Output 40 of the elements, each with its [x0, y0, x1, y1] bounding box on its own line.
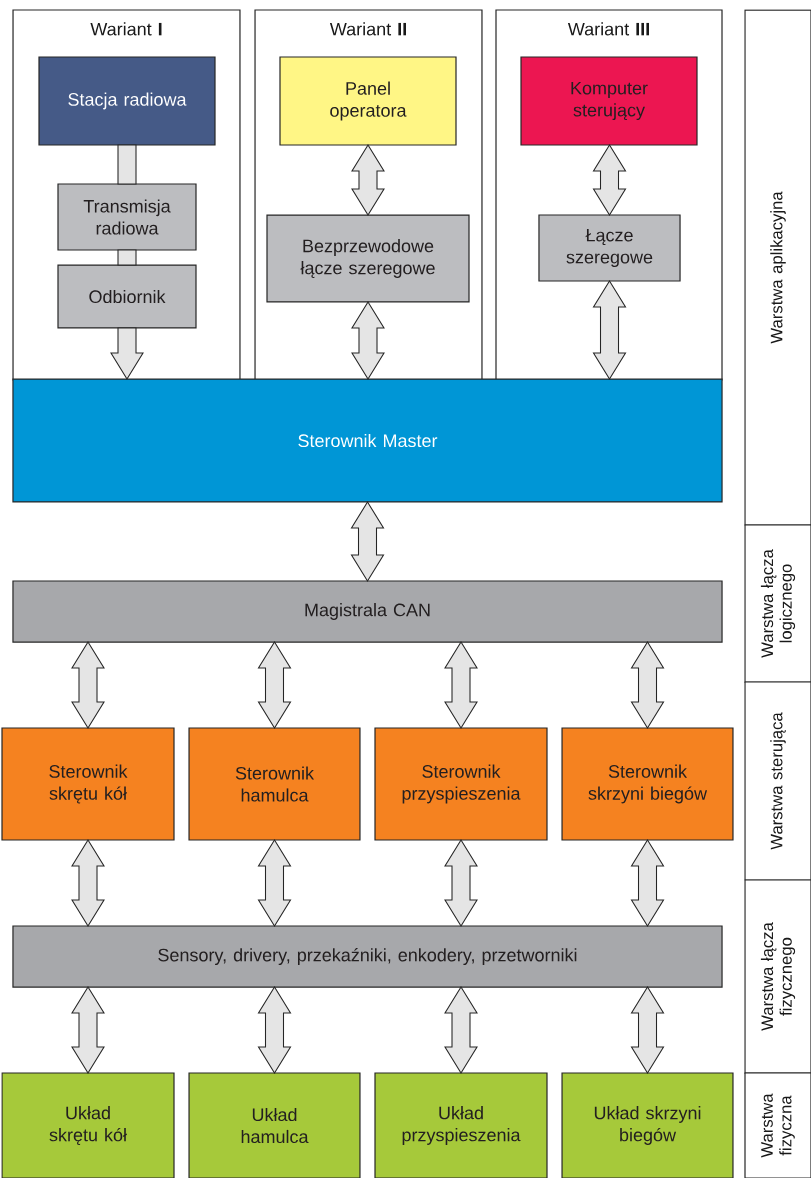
bus-box: Magistrala CAN [12, 580, 723, 643]
layer-band: Warstwa łącza logicznego [744, 524, 811, 683]
sensors-box: Sensory, drivery, przekaźniki, enkodery, przetworniki [12, 925, 723, 988]
system-box: Układ hamulca [188, 1072, 361, 1178]
connector-bar [117, 249, 137, 266]
receiver-box: Odbiornik [57, 264, 197, 329]
double-arrow [257, 839, 292, 928]
double-arrow [444, 641, 478, 730]
panel-box: Panel operatora [279, 56, 457, 146]
double-arrow [630, 641, 665, 730]
layer-band: Warstwa sterująca [744, 681, 811, 881]
double-arrow [630, 839, 665, 928]
layer-band: Warstwa łącza fizycznego [744, 879, 811, 1074]
layer-band: Warstwa fizyczna [744, 1072, 811, 1178]
controller-box: Sterownik skrzyni biegów [561, 727, 734, 841]
system-box: Układ skrzyni biegów [561, 1072, 734, 1178]
system-box: Układ przyspieszenia [374, 1072, 548, 1178]
computer-box: Komputer sterujący [520, 56, 698, 146]
controller-box: Sterownik hamulca [188, 727, 361, 841]
station-box: Stacja radiowa [38, 56, 216, 146]
double-arrow [71, 986, 105, 1075]
double-arrow [351, 144, 385, 217]
connector-bar [117, 144, 137, 185]
double-arrow [350, 501, 385, 583]
double-arrow [630, 986, 665, 1075]
block-arrow [110, 327, 144, 381]
controller-box: Sterownik skrętu kół [1, 727, 175, 841]
link-box: Łącze szeregowe [538, 214, 681, 282]
double-arrow [444, 986, 478, 1075]
double-arrow [71, 839, 105, 928]
system-box: Układ skrętu kół [1, 1072, 175, 1178]
double-arrow [592, 144, 627, 217]
double-arrow [257, 641, 292, 730]
double-arrow [444, 839, 478, 928]
controller-box: Sterownik przyspieszenia [374, 727, 548, 841]
transmission-box: Transmisja radiowa [57, 183, 197, 251]
link-box: Bezprzewodowe łącze szeregowe [266, 214, 470, 303]
double-arrow [71, 641, 105, 730]
double-arrow [257, 986, 292, 1075]
master-box: Sterownik Master [12, 378, 723, 503]
